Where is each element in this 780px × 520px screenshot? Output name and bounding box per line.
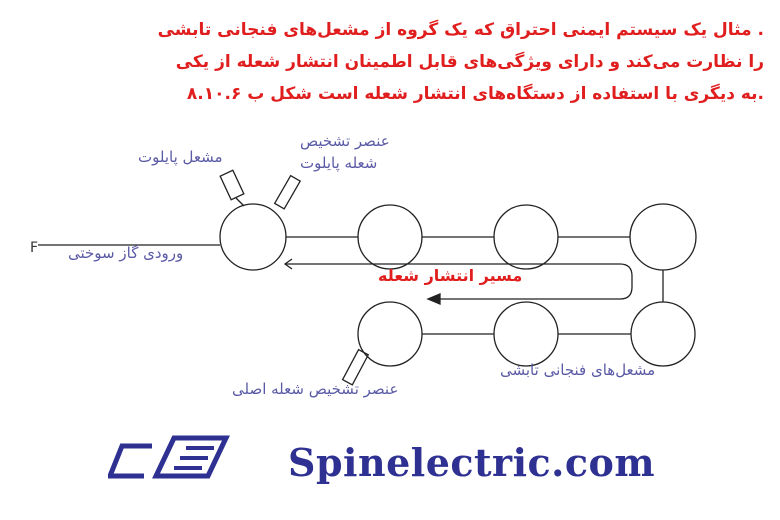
flame-path-start-arrowhead — [283, 258, 293, 270]
pilot-burner-label: مشعل پایلوت — [138, 148, 223, 166]
pilot-burner-shape — [219, 169, 245, 201]
burner-4 — [629, 203, 697, 271]
pilot-flame-detector-label-2: شعله پایلوت — [300, 154, 378, 172]
flame-path-arrow — [285, 263, 633, 300]
burner-5 — [630, 301, 696, 367]
burner-2 — [357, 204, 423, 270]
flame-path-arrowhead — [426, 293, 441, 305]
burner-7 — [357, 301, 423, 367]
caption-line-2: را نظارت می‌کند و دارای ویژگی‌های قابل ا… — [175, 52, 764, 72]
f-mark: F — [30, 240, 39, 256]
caption-line-3: .به دیگری با استفاده از دستگاه‌های انتشا… — [186, 84, 764, 104]
burner-6 — [493, 301, 559, 367]
fuel-gas-inlet-label: ورودی گاز سوختی — [68, 244, 184, 262]
burner-1 — [219, 203, 287, 271]
spinelectric-logo-icon — [108, 435, 230, 479]
main-flame-detector-shape — [341, 348, 370, 386]
caption-line-1: . مثال یک سیستم ایمنی احتراق که یک گروه … — [157, 20, 764, 40]
pilot-flame-detector-shape — [273, 174, 302, 210]
flame-propagation-path-label: مسیر انتشار شعله — [378, 266, 523, 285]
radiant-cup-burners-label: مشعل‌های فنجانی تابشی — [500, 361, 656, 379]
pilot-flame-detector-label-1: عنصر تشخیص — [300, 132, 390, 150]
main-flame-detector-label: عنصر تشخیص شعله اصلی — [232, 380, 399, 398]
pilot-burner-stem — [235, 197, 245, 207]
brand-name: Spinelectric.com — [288, 440, 656, 485]
burner-3 — [493, 204, 559, 270]
